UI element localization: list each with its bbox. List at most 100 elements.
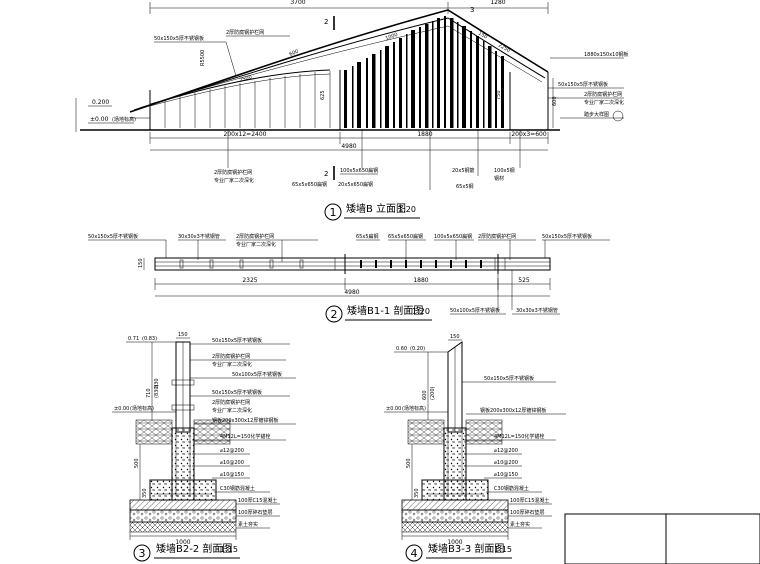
- elevation-level-left: 0.200: [92, 99, 109, 106]
- section-b2-label-2: 2厚防腐钢护栏网: [212, 353, 250, 360]
- elevation-bottom-dim-1: 200x12=2400: [224, 131, 267, 138]
- section-b3-label-3: 4M12L=150化学锚栓: [494, 433, 544, 440]
- view-4-scale: 1:15: [494, 545, 512, 554]
- section-b2-height-alt: (830): [154, 385, 160, 398]
- section-b3-height-2: (200): [430, 387, 436, 400]
- section-b2-label-10: ⌀12@200: [220, 448, 244, 454]
- section-b1-label-bottom-1: 50x100x5厚不锈钢板: [450, 307, 500, 314]
- section-b1-view: 150 50x150x5厚不锈钢板 30x30x3不锈钢管 2厚防腐钢护栏网 专…: [88, 233, 610, 323]
- section-b2-label-12: ⌀10@150: [220, 472, 244, 478]
- section-b3-label-1: 50x150x5厚不锈钢板: [484, 375, 534, 382]
- section-b3-label-4: ⌀12@200: [494, 448, 518, 454]
- elevation-slope-dim-2: 600: [289, 49, 300, 58]
- section-b1-label-6: 65x5x650扁钢: [388, 233, 423, 240]
- section-b2-level-zero: ±0.00: [114, 406, 129, 412]
- section-b3-zero-note: (场地标高): [402, 405, 426, 412]
- elevation-flat-steel-bars: [344, 16, 504, 128]
- elevation-bottom-dim-2: 1880: [417, 131, 432, 138]
- elevation-total-dim: 4980: [341, 143, 356, 150]
- elevation-top-dim-2: 1280: [490, 0, 505, 6]
- section-b3-level-top-alt: (0.20): [410, 346, 425, 352]
- elevation-callout-bottom-9: 钢材: [494, 175, 504, 182]
- elevation-callout-right-3: 2厚防腐钢护栏网: [584, 91, 622, 98]
- section-b1-label-bottom-2: 30x30x3不锈钢管: [516, 307, 558, 314]
- section-b3-label-6: ⌀10@150: [494, 472, 518, 478]
- section-b2-label-5: 50x150x5厚不锈钢板: [212, 389, 262, 396]
- view-2-number: 2: [331, 308, 338, 321]
- section-b3-level-top: 0.60: [396, 346, 407, 352]
- elevation-callout-bottom-3: 100x5x650扁钢: [340, 167, 378, 174]
- section-b3-height-3: 500: [406, 458, 412, 468]
- view-1-number: 1: [330, 206, 337, 219]
- elevation-top-dim-1: 3700: [290, 0, 305, 6]
- section-b1-height-dim: 150: [138, 258, 144, 268]
- title-block: [564, 513, 760, 564]
- section-b2-label-14: 100厚C15混凝土: [238, 497, 277, 504]
- view-1-scale: 1:20: [398, 205, 416, 214]
- section-b2-level-top: 0.71: [128, 336, 139, 342]
- view-2-title: 矮墙B1-1 剖面图: [347, 304, 423, 317]
- elevation-section-mark-top: 2: [324, 18, 328, 26]
- section-b3-height-4: 350: [414, 488, 420, 498]
- elevation-callout-bottom-5: 20x5x650扁钢: [338, 181, 373, 188]
- view-3-number: 3: [139, 547, 146, 560]
- elevation-callout-right-4: 专业厂家二次深化: [584, 99, 624, 106]
- section-b1-label-7: 100x5x650扁钢: [434, 233, 472, 240]
- section-b2-label-3: 专业厂家二次深化: [212, 361, 252, 368]
- section-b1-dim-2: 1880: [413, 277, 428, 284]
- section-b2-view: 150 0.71 (0.83) 710 (830) ±0.00 (场地标高): [112, 332, 296, 562]
- elevation-vdim-3: 600: [552, 96, 558, 106]
- section-b2-base-width: 1000: [175, 539, 190, 546]
- section-b2-label-15: 100厚碎石垫层: [238, 509, 273, 516]
- section-b3-label-5: ⌀10@200: [494, 460, 518, 466]
- elevation-callout-left-2: 2厚防腐钢护栏网: [226, 29, 264, 36]
- section-b2-height-1: 710: [146, 388, 152, 398]
- section-b3-label-2: 钢板200x300x12厚镀锌钢板: [480, 407, 546, 414]
- view-4-number: 4: [411, 547, 418, 560]
- section-b1-total: 4980: [344, 289, 359, 296]
- elevation-mark-3: 3: [470, 6, 474, 14]
- elevation-callout-left-1: 50x150x5厚不锈钢板: [154, 35, 204, 42]
- elevation-callout-bottom-2: 专业厂家二次深化: [214, 177, 254, 184]
- elevation-vdim-2: 750: [496, 90, 502, 100]
- section-b3-label-7: C30钢筋混凝土: [494, 485, 529, 492]
- elevation-slope-dim-5: 150: [477, 31, 488, 41]
- elevation-zero-note: (场地标高): [112, 116, 136, 123]
- section-b1-label-3: 2厚防腐钢护栏网: [236, 233, 274, 240]
- section-b3-height-1: 600: [422, 390, 428, 400]
- view-4-number-circle: [405, 544, 423, 562]
- section-b1-label-5: 65x5扁钢: [356, 233, 379, 240]
- elevation-slope-dim-3: 2500: [239, 74, 253, 84]
- elevation-slope-dim-4: 1000: [385, 32, 399, 42]
- view-3-number-circle: [133, 544, 151, 562]
- section-b2-zero-note: (场地标高): [130, 405, 154, 412]
- section-b3-level-zero: ±0.00: [386, 406, 401, 412]
- section-b2-height-2: 830: [154, 378, 160, 388]
- section-b2-label-1: 50x150x5厚不锈钢板: [212, 337, 262, 344]
- section-b3-label-8: 100厚C15混凝土: [510, 497, 549, 504]
- elevation-callout-bottom-4: 65x5x650扁钢: [292, 181, 327, 188]
- elevation-callout-right-1: 1880x150x10钢板: [584, 51, 629, 58]
- section-b2-height-4: 350: [142, 488, 148, 498]
- section-b3-view: 150 0.60 (0.20) 600 (200) ±0.00 (场地标高) 5…: [384, 334, 566, 562]
- elevation-callout-bottom-1: 2厚防腐钢护栏网: [214, 169, 252, 176]
- section-b2-label-6: 2厚防腐钢护栏网: [212, 399, 250, 406]
- view-2-number-circle: [325, 305, 343, 323]
- elevation-callout-bottom-8: 100x5钢: [494, 167, 515, 174]
- section-b2-level-top-alt: (0.83): [142, 336, 157, 342]
- section-b1-dim-1: 2325: [242, 277, 257, 284]
- section-b2-labels: 50x150x5厚不锈钢板 2厚防腐钢护栏网 专业厂家二次深化 50x100x5…: [190, 337, 296, 529]
- view-4-title: 矮墙B3-3 剖面图: [428, 542, 504, 555]
- section-b2-label-8: 钢板200x300x12厚镀锌钢板: [212, 417, 278, 424]
- section-b2-label-4: 50x100x5厚不锈钢板: [232, 371, 282, 378]
- section-b3-base-width: 1000: [447, 539, 462, 546]
- elevation-callout-right-5: 踏步大样图: [584, 111, 609, 118]
- section-b1-label-1: 50x150x5厚不锈钢板: [88, 233, 138, 240]
- section-b2-label-11: ⌀10@200: [220, 460, 244, 466]
- elevation-callout-bottom-6: 20x5钢筋: [452, 167, 475, 174]
- elevation-level-zero: ±0.00: [90, 116, 109, 123]
- elevation-slope-dim-6: 2250: [497, 43, 511, 55]
- elevation-section-mark-bottom: 2: [324, 170, 328, 178]
- section-b2-label-7: 专业厂家二次深化: [212, 407, 252, 414]
